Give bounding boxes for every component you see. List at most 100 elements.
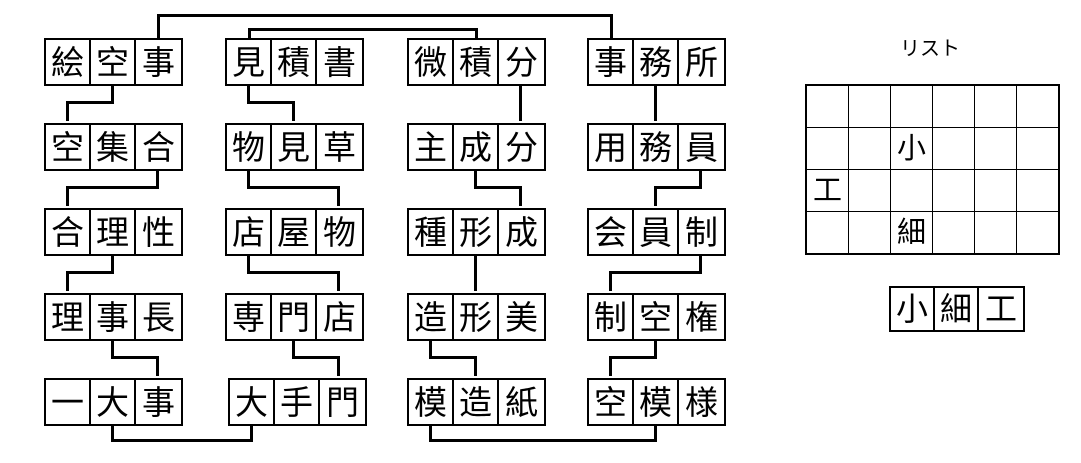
grid-cell[interactable] xyxy=(1016,84,1060,128)
kanji-cell[interactable]: 種 xyxy=(409,210,454,254)
grid-cell[interactable] xyxy=(1016,127,1060,170)
kanji-cell[interactable]: 手 xyxy=(275,380,320,424)
word-box-4-2[interactable]: 用 務 員 xyxy=(587,123,726,171)
kanji-cell[interactable]: 空 xyxy=(46,125,91,169)
kanji-cell[interactable]: 員 xyxy=(685,127,718,167)
grid-cell[interactable] xyxy=(974,169,1017,212)
grid-cell[interactable] xyxy=(848,169,891,212)
kanji-cell[interactable]: 空 xyxy=(634,295,679,339)
kanji-cell[interactable]: 合 xyxy=(46,210,91,254)
word-box-3-3[interactable]: 種 形 成 xyxy=(407,208,546,256)
kanji-cell[interactable]: 分 xyxy=(505,42,538,82)
word-box-3-2[interactable]: 主 成 分 xyxy=(407,123,546,171)
kanji-cell[interactable]: 会 xyxy=(589,210,634,254)
word-box-4-4[interactable]: 制 空 権 xyxy=(587,293,726,341)
kanji-cell[interactable]: 工 xyxy=(984,290,1017,328)
word-box-2-3[interactable]: 店 屋 物 xyxy=(225,208,364,256)
word-box-3-5[interactable]: 模 造 紙 xyxy=(407,378,546,426)
word-box-4-1[interactable]: 事 務 所 xyxy=(587,38,726,86)
grid-cell[interactable] xyxy=(890,169,933,212)
grid-cell[interactable] xyxy=(932,211,975,255)
kanji-cell[interactable]: 模 xyxy=(634,380,679,424)
grid-cell[interactable] xyxy=(1016,169,1060,212)
kanji-cell[interactable]: 形 xyxy=(454,210,499,254)
word-box-2-2[interactable]: 物 見 草 xyxy=(225,123,364,171)
grid-cell[interactable] xyxy=(932,84,975,128)
kanji-cell[interactable]: 成 xyxy=(505,212,538,252)
word-box-3-1[interactable]: 微 積 分 xyxy=(407,38,546,86)
kanji-cell[interactable]: 門 xyxy=(326,382,359,422)
kanji-cell[interactable]: 形 xyxy=(454,295,499,339)
grid-cell[interactable] xyxy=(848,127,891,170)
grid-cell[interactable]: 工 xyxy=(805,169,849,212)
kanji-cell[interactable]: 微 xyxy=(409,40,454,84)
kanji-cell[interactable]: 物 xyxy=(323,212,356,252)
word-box-1-4[interactable]: 理 事 長 xyxy=(44,293,183,341)
kanji-cell[interactable]: 大 xyxy=(230,380,275,424)
kanji-cell[interactable]: 成 xyxy=(454,125,499,169)
kanji-cell[interactable]: 一 xyxy=(46,380,91,424)
grid-cell[interactable] xyxy=(805,211,849,255)
kanji-cell[interactable]: 見 xyxy=(227,40,272,84)
word-box-2-1[interactable]: 見 積 書 xyxy=(225,38,364,86)
grid-cell[interactable]: 小 xyxy=(890,127,933,170)
kanji-cell[interactable]: 用 xyxy=(589,125,634,169)
kanji-cell[interactable]: 店 xyxy=(323,297,356,337)
kanji-cell[interactable]: 店 xyxy=(227,210,272,254)
grid-cell[interactable]: 細 xyxy=(890,211,933,255)
kanji-cell[interactable]: 書 xyxy=(323,42,356,82)
word-box-4-3[interactable]: 会 員 制 xyxy=(587,208,726,256)
kanji-cell[interactable]: 制 xyxy=(589,295,634,339)
kanji-cell[interactable]: 積 xyxy=(454,40,499,84)
kanji-cell[interactable]: 大 xyxy=(91,380,136,424)
kanji-cell[interactable]: 積 xyxy=(272,40,317,84)
kanji-cell[interactable]: 門 xyxy=(272,295,317,339)
kanji-cell[interactable]: 紙 xyxy=(505,382,538,422)
kanji-cell[interactable]: 小 xyxy=(891,288,935,330)
grid-cell[interactable] xyxy=(805,84,849,128)
kanji-cell[interactable]: 造 xyxy=(409,295,454,339)
word-box-1-1[interactable]: 絵 空 事 xyxy=(44,38,183,86)
kanji-cell[interactable]: 制 xyxy=(685,212,718,252)
word-box-2-4[interactable]: 専 門 店 xyxy=(225,293,364,341)
grid-cell[interactable] xyxy=(805,127,849,170)
answer-word-box[interactable]: 小 細 工 xyxy=(889,286,1025,332)
kanji-cell[interactable]: 集 xyxy=(91,125,136,169)
word-box-1-5[interactable]: 一 大 事 xyxy=(44,378,183,426)
kanji-cell[interactable]: 草 xyxy=(323,127,356,167)
kanji-cell[interactable]: 空 xyxy=(91,40,136,84)
kanji-cell[interactable]: 模 xyxy=(409,380,454,424)
kanji-cell[interactable]: 事 xyxy=(142,382,175,422)
word-box-1-3[interactable]: 合 理 性 xyxy=(44,208,183,256)
kanji-cell[interactable]: 細 xyxy=(935,288,979,330)
kanji-cell[interactable]: 造 xyxy=(454,380,499,424)
kanji-cell[interactable]: 事 xyxy=(589,40,634,84)
grid-cell[interactable] xyxy=(848,211,891,255)
grid-cell[interactable] xyxy=(974,127,1017,170)
kanji-cell[interactable]: 合 xyxy=(142,127,175,167)
kanji-cell[interactable]: 美 xyxy=(505,297,538,337)
kanji-cell[interactable]: 様 xyxy=(685,382,718,422)
kanji-cell[interactable]: 分 xyxy=(505,127,538,167)
word-box-3-4[interactable]: 造 形 美 xyxy=(407,293,546,341)
grid-cell[interactable] xyxy=(974,84,1017,128)
kanji-cell[interactable]: 事 xyxy=(91,295,136,339)
kanji-cell[interactable]: 所 xyxy=(685,42,718,82)
kanji-cell[interactable]: 主 xyxy=(409,125,454,169)
grid-cell[interactable] xyxy=(974,211,1017,255)
kanji-cell[interactable]: 性 xyxy=(142,212,175,252)
word-box-2-5[interactable]: 大 手 門 xyxy=(228,378,367,426)
kanji-cell[interactable]: 員 xyxy=(634,210,679,254)
kanji-cell[interactable]: 空 xyxy=(589,380,634,424)
grid-cell[interactable] xyxy=(848,84,891,128)
word-box-1-2[interactable]: 空 集 合 xyxy=(44,123,183,171)
grid-cell[interactable] xyxy=(1016,211,1060,255)
kanji-cell[interactable]: 権 xyxy=(685,297,718,337)
kanji-cell[interactable]: 専 xyxy=(227,295,272,339)
word-box-4-5[interactable]: 空 模 様 xyxy=(587,378,726,426)
kanji-cell[interactable]: 絵 xyxy=(46,40,91,84)
grid-cell[interactable] xyxy=(932,127,975,170)
kanji-cell[interactable]: 物 xyxy=(227,125,272,169)
grid-cell[interactable] xyxy=(890,84,933,128)
list-grid[interactable]: 小 工 細 xyxy=(805,84,1060,255)
